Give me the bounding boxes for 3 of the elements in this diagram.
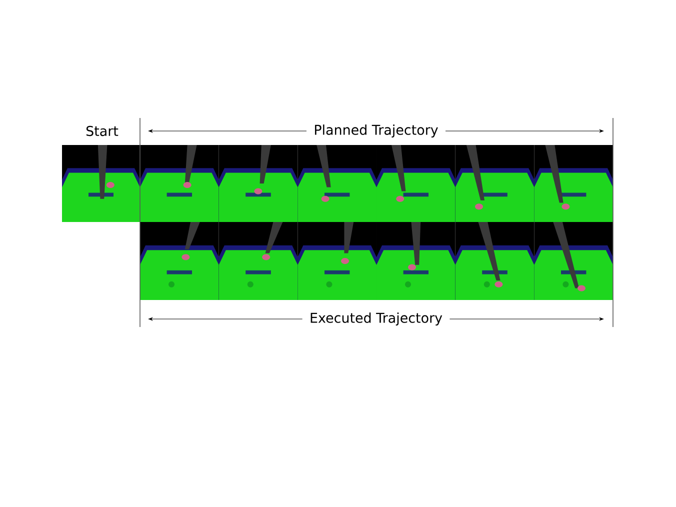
trajectory-label: Start: [86, 126, 118, 136]
trajectory-label: Executed Trajectory: [310, 312, 442, 326]
trajectory-label: Planned Trajectory: [315, 124, 438, 138]
